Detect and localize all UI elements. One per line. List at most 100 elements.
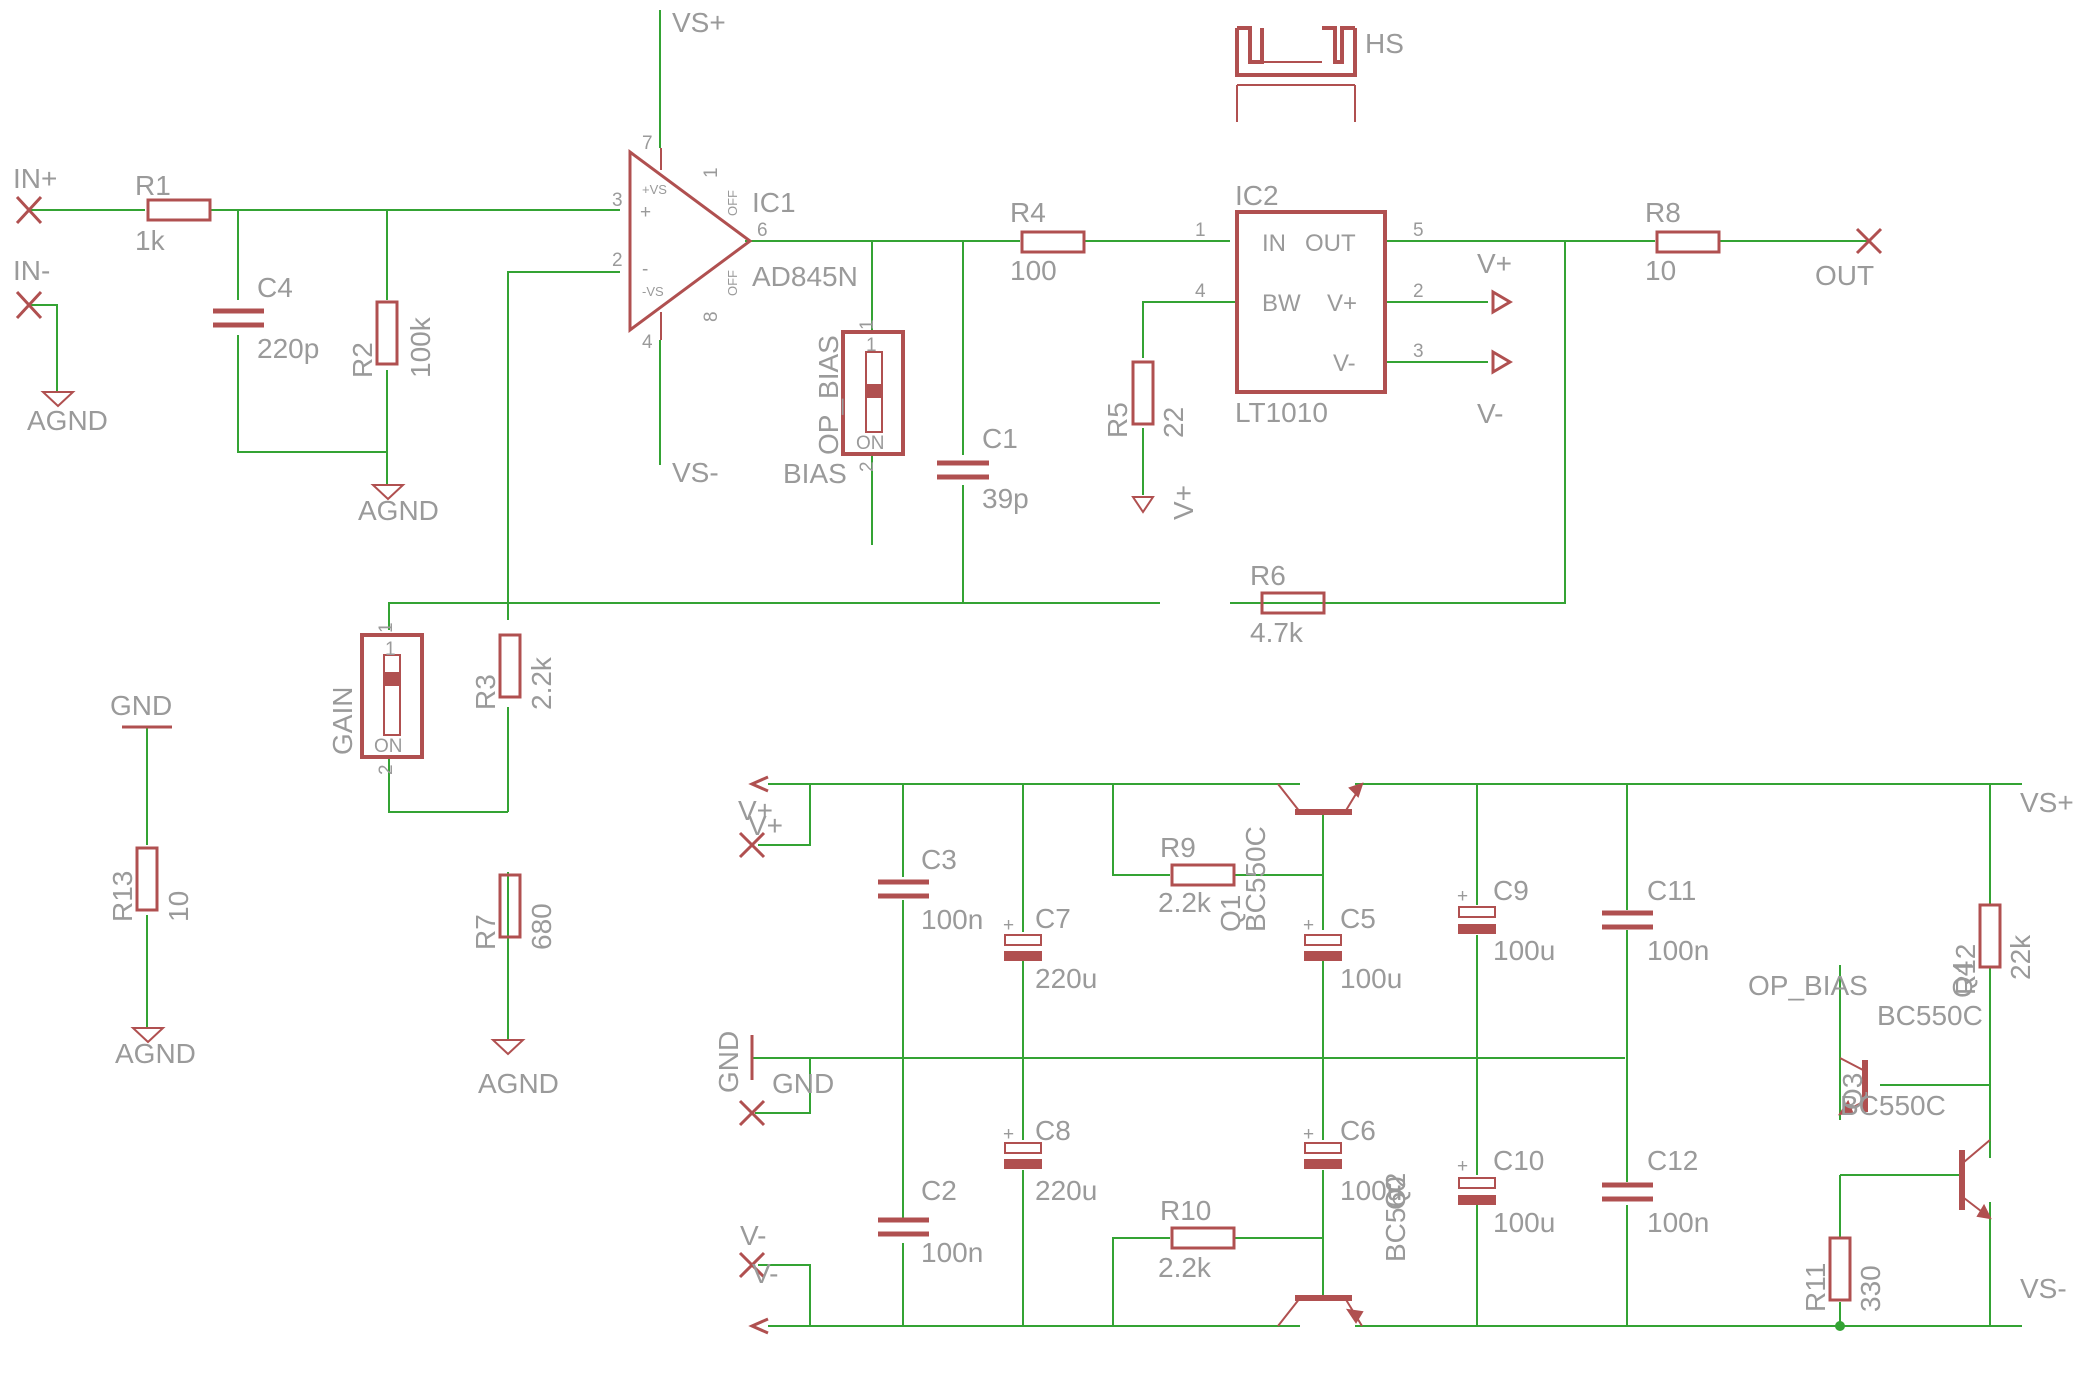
resistor-r9: R9 2.2k [1158, 832, 1236, 918]
out-label: OUT [1815, 260, 1874, 291]
ic2-pin2: 2 [1413, 281, 1424, 302]
r5-v-plus-label: V+ [1168, 485, 1199, 520]
gain-pin2: 2 [376, 764, 397, 775]
c12-value: 100n [1647, 1207, 1709, 1238]
ic2-out-pin: OUT [1305, 230, 1356, 257]
agnd-symbol-icon [130, 1027, 166, 1044]
c5-plus: + [1303, 915, 1314, 936]
r7-value: 680 [526, 903, 557, 950]
op-bias-switch-1: 1 [866, 335, 877, 356]
resistor-r13: GND R13 10 AGND [107, 690, 196, 1069]
capacitor-c8: + C8 220u [1003, 1115, 1097, 1206]
r12-name: R12 [1950, 944, 1981, 995]
c9-value: 100u [1493, 935, 1555, 966]
capacitor-c9: + C9 100u [1457, 875, 1555, 966]
agnd-label-2: AGND [358, 495, 439, 526]
r6-value: 4.7k [1250, 617, 1304, 648]
c11-name: C11 [1647, 875, 1696, 906]
r5-value: 22 [1158, 407, 1189, 438]
v-plus-rail-arrow-icon [748, 775, 769, 793]
rail-v-plus-label-b: V+ [748, 810, 783, 841]
ic1-pin8: 8 [701, 311, 722, 322]
c5-value: 100u [1340, 963, 1402, 994]
c8-value: 220u [1035, 1175, 1097, 1206]
r10-name: R10 [1160, 1195, 1211, 1226]
ic2-v-plus-label: V+ [1477, 248, 1512, 279]
q2-name: Q2 [1380, 1173, 1411, 1210]
capacitor-c10: + C10 100u [1457, 1145, 1555, 1238]
r6-name: R6 [1250, 560, 1286, 591]
r13-value: 10 [163, 891, 194, 922]
heatsink-hs: HS [1235, 26, 1404, 122]
resistor-r3: R3 2.2k [470, 633, 557, 710]
ic1-minus-sign: - [642, 259, 648, 280]
r11-value: 330 [1855, 1265, 1886, 1312]
resistor-r1: R1 1k [135, 170, 212, 256]
switch-gain: 1 ON 1 2 GAIN [327, 622, 424, 775]
agnd-label-4: AGND [478, 1068, 559, 1099]
rail-v-minus-label-b: V- [752, 1258, 778, 1289]
ic2-bw-pin: BW [1262, 290, 1301, 317]
vs-minus-label-ic1: VS- [672, 457, 719, 488]
ic2-pin3: 3 [1413, 341, 1424, 362]
r3-value: 2.2k [526, 656, 557, 710]
in-plus-terminal-icon [15, 195, 43, 225]
resistor-r5: R5 22 V+ [1102, 360, 1199, 520]
transistor-q4: Q4 BC550C [1877, 961, 1992, 1220]
ic1-name: IC1 [752, 187, 796, 218]
c9-name: C9 [1493, 875, 1529, 906]
v-plus-arrow-icon [1491, 289, 1513, 315]
switch-op-bias: 1 ON 1 2 OP_BIAS BIAS [783, 319, 905, 489]
capacitor-c3: C3 100n [878, 844, 983, 935]
op-bias-pin2: 2 [857, 461, 878, 472]
ic2-in-pin: IN [1262, 230, 1286, 257]
v-minus-rail-arrow-icon [748, 1317, 769, 1335]
buffer-ic2: IC2 LT1010 IN OUT BW V+ V- 1 4 5 2 3 V+ … [1195, 180, 1513, 429]
r3-name: R3 [470, 674, 501, 710]
v-plus-terminal-icon [738, 831, 766, 859]
op-bias-name: OP_BIAS [813, 335, 844, 455]
r1-value: 1k [135, 225, 166, 256]
r9-value: 2.2k [1158, 887, 1212, 918]
op-bias-value: BIAS [783, 458, 847, 489]
output-terminal: OUT [1815, 227, 1883, 291]
junction-dot-icon [1835, 1321, 1845, 1331]
wires [30, 10, 2022, 1327]
resistor-r4: R4 100 [1010, 197, 1086, 286]
hs-name: HS [1365, 28, 1404, 59]
q3-value: BC550C [1840, 1090, 1946, 1121]
resistor-r11: R11 330 [1800, 1236, 1886, 1331]
resistor-r7: R7 680 AGND [470, 873, 559, 1099]
r8-name: R8 [1645, 197, 1681, 228]
q1-name: Q1 [1215, 895, 1246, 932]
capacitor-c2: C2 100n [878, 1175, 983, 1268]
resistor-r2: R2 100k AGND [347, 300, 439, 526]
q1-value: BC550C [1240, 826, 1271, 932]
gain-pin1: 1 [376, 622, 397, 633]
ic1-value: AD845N [752, 261, 858, 292]
capacitor-c7: + C7 220u [1003, 903, 1097, 994]
gain-name: GAIN [327, 687, 358, 755]
input-terminals: IN+ IN- AGND [13, 163, 108, 436]
resistor-r6: R6 4.7k [1250, 560, 1326, 648]
vs-plus-label-ic1: VS+ [672, 7, 726, 38]
c2-value: 100n [921, 1237, 983, 1268]
r5-name: R5 [1102, 402, 1133, 438]
r10-value: 2.2k [1158, 1252, 1212, 1283]
ic1-vs-minus-pin: -VS [642, 284, 664, 299]
c6-plus: + [1303, 1124, 1314, 1145]
gain-switch-on: ON [374, 736, 403, 757]
ic1-pin2: 2 [612, 250, 623, 271]
c11-value: 100n [1647, 935, 1709, 966]
op-bias-switch-on: ON [856, 433, 885, 454]
c12-name: C12 [1647, 1145, 1698, 1176]
c4-value: 220p [257, 333, 319, 364]
c10-plus: + [1457, 1156, 1468, 1177]
agnd-symbol-icon [40, 391, 76, 408]
capacitor-c1: C1 39p [937, 423, 1029, 514]
ic2-pin4: 4 [1195, 281, 1206, 302]
transistor-q3: Q3 BC550C [1837, 1057, 1946, 1121]
c8-plus: + [1003, 1124, 1014, 1145]
agnd-symbol-icon [490, 1039, 526, 1056]
